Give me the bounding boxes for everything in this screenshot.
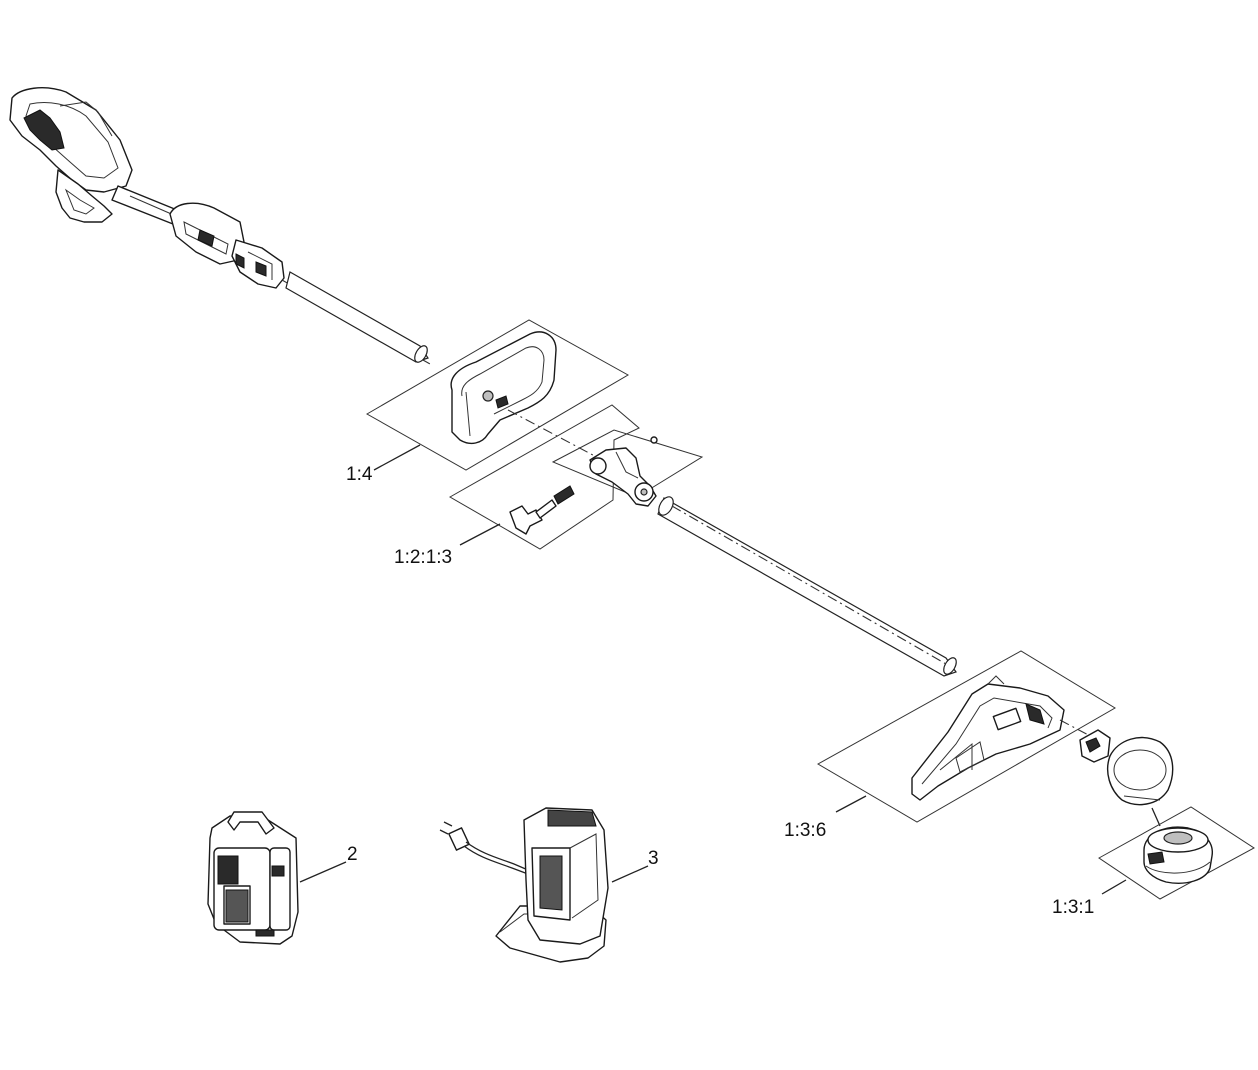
- leader-aux-handle: [373, 444, 421, 471]
- aux-handle-part: [450, 331, 557, 445]
- callout-leaders: [299, 444, 1127, 895]
- power-head: [9, 87, 285, 289]
- clamp-group: [448, 404, 704, 550]
- callout-label-aux-handle: 1:4: [346, 464, 373, 485]
- trimmer-head: [1079, 729, 1174, 827]
- leader-knob: [459, 523, 501, 546]
- callout-label-guard: 1:3:6: [784, 820, 826, 841]
- upper-shaft-tube: [285, 271, 429, 363]
- guard-box: [816, 650, 1116, 823]
- guard-group: [816, 650, 1116, 823]
- callout-label-battery: 2: [347, 844, 358, 865]
- spool-group: [1098, 806, 1255, 900]
- clamp-box: [551, 429, 704, 498]
- aux-handle-box: [365, 319, 630, 471]
- leader-charger: [611, 865, 649, 883]
- leader-guard: [835, 795, 867, 813]
- aux-handle-group: [365, 319, 630, 471]
- lower-shaft-tube: [657, 496, 957, 677]
- leader-spool: [1101, 879, 1127, 895]
- callout-label-charger: 3: [648, 848, 659, 869]
- charger: [439, 807, 609, 963]
- knob-box: [448, 404, 640, 550]
- callout-label-spool-head: 1:3:1: [1052, 897, 1094, 918]
- spool-box: [1098, 806, 1255, 900]
- battery-pack: [207, 811, 299, 945]
- callout-label-knob-assembly: 1:2:1:3: [394, 547, 452, 568]
- leader-battery: [299, 861, 347, 883]
